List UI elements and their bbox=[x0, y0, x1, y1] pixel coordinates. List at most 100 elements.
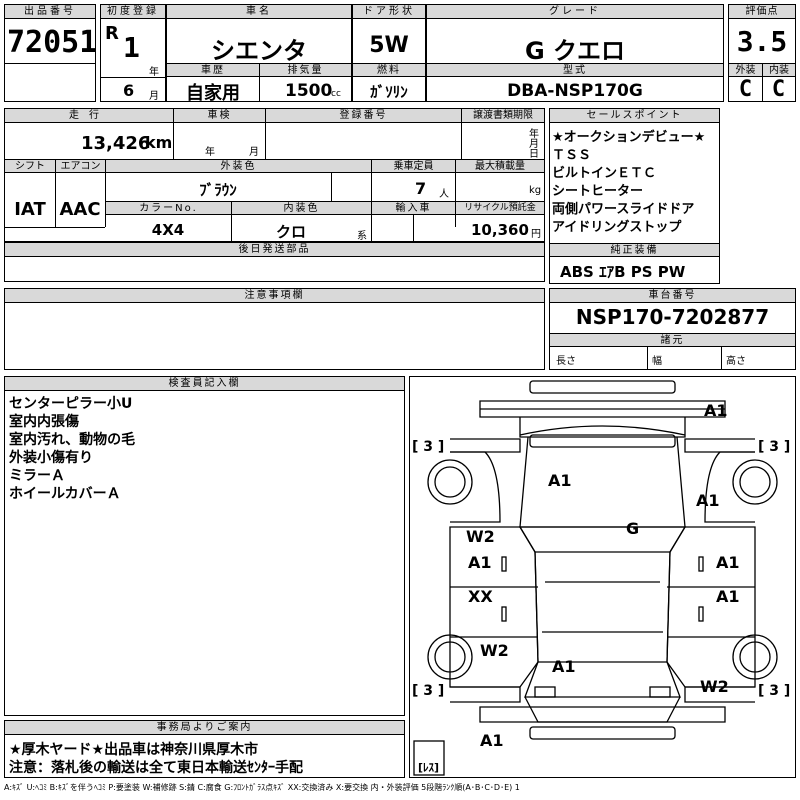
model-label: 型式 bbox=[427, 63, 723, 77]
lot-box: 出品番号 72051 bbox=[4, 4, 98, 102]
later-parts-label: 後日発送部品 bbox=[5, 243, 544, 257]
sales-point-list: ★オークションデビュー★ ＴＳＳ ビルトインＥＴＣ シートヒーター 両側パワース… bbox=[552, 129, 717, 237]
tire-mark-rl: [ 3 ] bbox=[412, 683, 445, 699]
shift: IAT bbox=[14, 199, 46, 220]
model: DBA-NSP170G bbox=[507, 81, 643, 101]
grade-label: グレード bbox=[427, 5, 723, 19]
tire-mark-fr: [ 3 ] bbox=[758, 439, 791, 455]
chassis-box: 車台番号 NSP170-7202877 諸元 長さ 幅 高さ bbox=[549, 288, 796, 370]
displacement-unit: cc bbox=[331, 89, 341, 99]
mileage-label: 走行 bbox=[5, 109, 173, 123]
inspector-line: ホイールカバーＡ bbox=[9, 486, 121, 502]
sales-points-box: セールスポイント ★オークションデビュー★ ＴＳＳ ビルトインＥＴＣ シートヒー… bbox=[549, 108, 720, 284]
displacement-label: 排気量 bbox=[259, 63, 351, 77]
ac-label: エアコン bbox=[55, 159, 105, 173]
displacement: 1500 bbox=[285, 81, 333, 101]
history-label: 車歴 bbox=[167, 63, 259, 77]
equipment: ABS ｴｱB PS PW bbox=[560, 263, 686, 281]
damage-hood: A1 bbox=[548, 471, 572, 490]
transfer-year-unit: 年 bbox=[529, 129, 539, 140]
recycle: 10,360 bbox=[471, 221, 529, 239]
mileage: 13,426 bbox=[81, 133, 151, 154]
exterior-label: 外装 bbox=[729, 63, 762, 77]
sales-point-item: 両側パワースライドドア bbox=[552, 202, 695, 217]
mileage-unit: km bbox=[145, 133, 173, 152]
car-name: シエンタ bbox=[211, 37, 307, 65]
score-label: 評価点 bbox=[729, 5, 795, 19]
lot-label: 出品番号 bbox=[5, 5, 95, 19]
int-color-unit: 系 bbox=[357, 231, 367, 242]
grade: G クエロ bbox=[524, 37, 626, 65]
damage-front-right: A1 bbox=[696, 491, 720, 510]
damage-right-rear-a1: A1 bbox=[716, 587, 740, 606]
width-label: 幅 bbox=[652, 356, 662, 367]
lot-number: 72051 bbox=[7, 25, 98, 60]
car-name-label: 車名 bbox=[167, 5, 351, 19]
height-label: 高さ bbox=[726, 356, 746, 367]
color-no: 4X4 bbox=[151, 221, 185, 239]
inspector-line: 外装小傷有り bbox=[9, 450, 93, 466]
car-diagram: [ 3 ] [ 3 ] [ 3 ] [ 3 ] A1 A1 A1 G W2 A1… bbox=[409, 376, 796, 778]
inspector-line: ミラーＡ bbox=[9, 468, 65, 484]
office-line-1: ★厚木ヤード★出品車は神奈川県厚木市 bbox=[9, 742, 259, 758]
sales-point-item: シートヒーター bbox=[552, 184, 644, 199]
length-label: 長さ bbox=[556, 356, 576, 367]
chassis-number: NSP170-7202877 bbox=[575, 305, 770, 329]
damage-left-door-w2: W2 bbox=[466, 527, 495, 546]
score-box: 評価点 3.5 外装 内装 C C bbox=[728, 4, 796, 102]
inspector-label: 検査員記入欄 bbox=[5, 377, 404, 391]
interior-label: 内装 bbox=[762, 63, 795, 77]
first-reg-label: 初度登録 bbox=[101, 5, 165, 19]
office-box: 事務局よりご案内 ★厚木ヤード★出品車は神奈川県厚木市 注意：落札後の輸送は全て… bbox=[4, 720, 405, 778]
specs-box: 走行 車検 登録番号 譲渡書類期限 13,426 km 年 月 年 月 日 シフ… bbox=[4, 108, 545, 242]
shift-label: シフト bbox=[5, 159, 55, 173]
car-outline bbox=[413, 380, 778, 776]
later-parts-box: 後日発送部品 bbox=[4, 242, 545, 282]
transfer-day-unit: 日 bbox=[529, 149, 539, 160]
inspector-lines: センターピラー小U 室内内張傷 室内汚れ、動物の毛 外装小傷有り ミラーＡ ホイ… bbox=[9, 395, 135, 503]
int-color: クロ bbox=[275, 223, 306, 241]
sales-points-label: セールスポイント bbox=[550, 109, 719, 123]
damage-front-bumper: A1 bbox=[704, 401, 728, 420]
fuel-label: 燃料 bbox=[353, 63, 425, 77]
recycle-label: リサイクル預託金 bbox=[455, 201, 544, 215]
capacity: 7 bbox=[415, 179, 427, 198]
import-label: 輸入車 bbox=[371, 201, 455, 215]
inspector-line: 室内汚れ、動物の毛 bbox=[9, 432, 136, 448]
damage-left-rear-xx: XX bbox=[468, 587, 493, 606]
ext-color: ﾌﾞﾗｳﾝ bbox=[199, 181, 237, 199]
sales-point-item: アイドリングストップ bbox=[552, 220, 682, 235]
ext-color-label: 外装色 bbox=[105, 159, 371, 173]
inspection-year-unit: 年 bbox=[205, 147, 215, 158]
door-label: ドア形状 bbox=[353, 5, 425, 19]
capacity-unit: 人 bbox=[439, 189, 449, 200]
damage-rear-bumper-a1: A1 bbox=[480, 731, 504, 750]
capacity-label: 乗車定員 bbox=[371, 159, 455, 173]
interior-grade: C bbox=[771, 77, 786, 102]
sales-point-item: ★オークションデビュー★ bbox=[552, 130, 706, 145]
legend: A:ｷｽﾞ U:ﾍｺﾐ B:ｷｽﾞを伴うﾍｺﾐ P:要塗装 W:補修跡 S:錆 … bbox=[4, 783, 520, 792]
car-name-box: 車名 シエンタ 車歴 排気量 自家用 1500 cc bbox=[166, 4, 352, 104]
tire-mark-fl: [ 3 ] bbox=[412, 439, 445, 455]
exterior-grade: C bbox=[738, 77, 753, 102]
history: 自家用 bbox=[186, 83, 240, 104]
inspector-box: 検査員記入欄 センターピラー小U 室内内張傷 室内汚れ、動物の毛 外装小傷有り … bbox=[4, 376, 405, 716]
dims-label: 諸元 bbox=[550, 333, 795, 347]
tire-mark-rr: [ 3 ] bbox=[758, 683, 791, 699]
grade-box: グレード G クエロ 型式 DBA-NSP170G bbox=[426, 4, 724, 102]
reg-year: 1 bbox=[123, 31, 140, 64]
notes-label: 注意事項欄 bbox=[5, 289, 544, 303]
first-reg-box: 初度登録 R 1 年 6 月 bbox=[100, 4, 166, 102]
spare-tire-mark: [ﾚｽ] bbox=[418, 761, 440, 774]
sales-point-item: ＴＳＳ bbox=[552, 148, 592, 163]
max-load-label: 最大積載量 bbox=[455, 159, 544, 173]
era: R bbox=[105, 23, 119, 44]
year-unit: 年 bbox=[149, 67, 159, 78]
score: 3.5 bbox=[736, 25, 788, 58]
inspection-month-unit: 月 bbox=[249, 147, 259, 158]
max-load-unit: kg bbox=[529, 185, 542, 196]
color-no-label: カラーNo. bbox=[105, 201, 231, 215]
sales-point-item: ビルトインＥＴＣ bbox=[552, 166, 657, 181]
damage-rear-roof-a1: A1 bbox=[552, 657, 576, 676]
inspection-label: 車検 bbox=[173, 109, 265, 123]
